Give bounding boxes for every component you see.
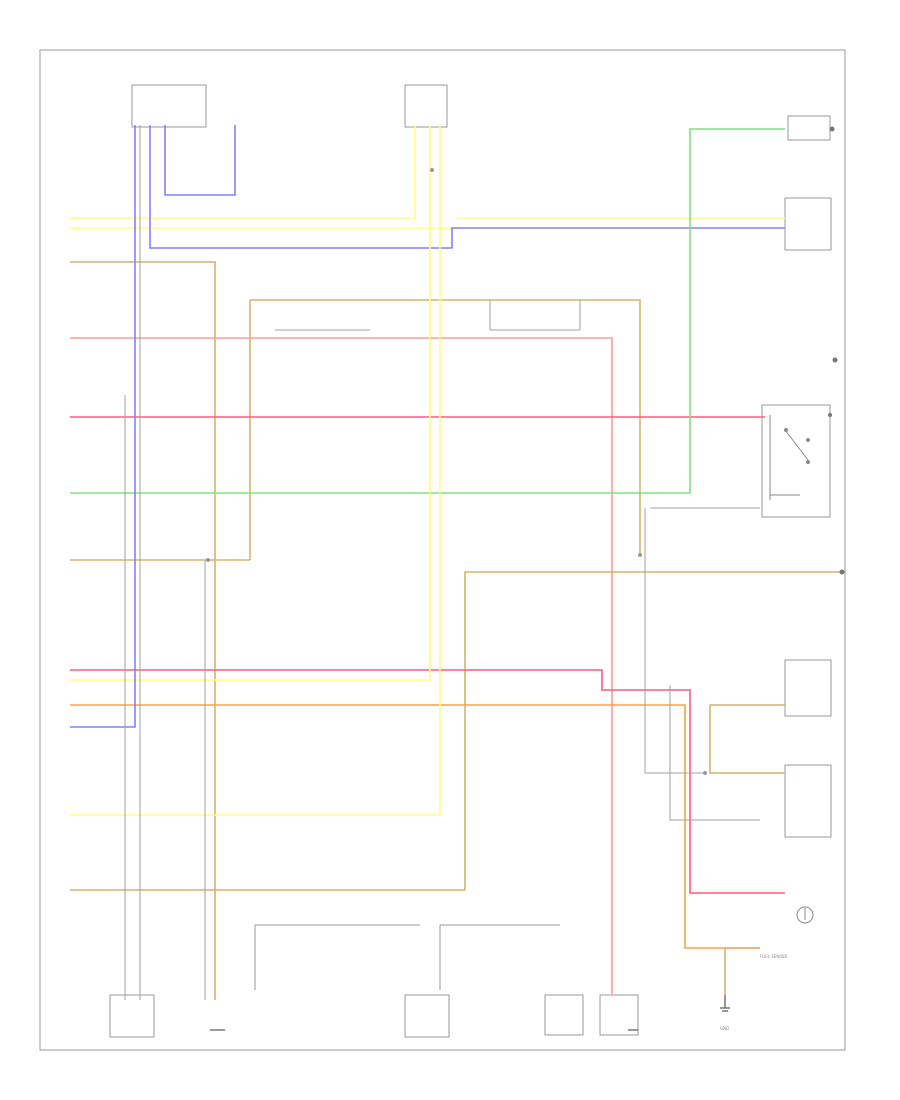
blue-wire-low xyxy=(70,125,136,728)
tan-wire-right xyxy=(464,571,842,890)
green-wire xyxy=(70,128,785,494)
yellow-wire-top-1 xyxy=(70,125,416,219)
diagram-border xyxy=(39,49,846,1051)
orange-wire xyxy=(70,704,760,949)
fuel-sender-label: FUEL SENDER xyxy=(760,954,788,959)
gray-wire-5 xyxy=(669,685,760,821)
tan-wire-oil xyxy=(709,704,785,774)
terminal-pins xyxy=(828,126,845,575)
brake-switch-relay xyxy=(761,404,831,518)
pink-wire xyxy=(70,337,613,995)
components xyxy=(109,84,832,1038)
oil-pressure-switch xyxy=(784,659,832,717)
data-link-connector xyxy=(787,115,831,141)
fuel-sender-symbol xyxy=(796,906,814,924)
tan-wire-top xyxy=(70,261,216,1000)
ground-symbols xyxy=(210,995,730,1031)
oil-pressure-sender xyxy=(784,764,832,838)
yellow-wire-bottom xyxy=(70,125,441,816)
clock-module xyxy=(784,197,832,251)
ground-label: GND xyxy=(720,1026,729,1031)
gray-wire-7 xyxy=(275,300,581,331)
wires xyxy=(70,125,842,1000)
gray-wire-3 xyxy=(644,508,705,774)
red-wire-low xyxy=(70,669,785,894)
instrument-cluster-top-connector xyxy=(131,84,207,128)
speed-sensor-connector xyxy=(544,994,584,1036)
instrument-cluster-bottom-connector xyxy=(109,994,155,1038)
relay-switch-symbol xyxy=(769,415,810,500)
parking-brake-switch xyxy=(599,994,639,1036)
yellow-wire-low xyxy=(70,125,431,681)
blue-wire-top-short xyxy=(164,125,236,196)
blue-wire-top xyxy=(149,125,785,249)
tan-wire-sender xyxy=(724,947,760,995)
instrument-cluster-bottom-connector-2 xyxy=(404,994,450,1038)
tan-wire-bus-2 xyxy=(250,299,641,555)
instrument-cluster-connector-2 xyxy=(404,84,448,128)
splice-dots xyxy=(206,168,707,775)
